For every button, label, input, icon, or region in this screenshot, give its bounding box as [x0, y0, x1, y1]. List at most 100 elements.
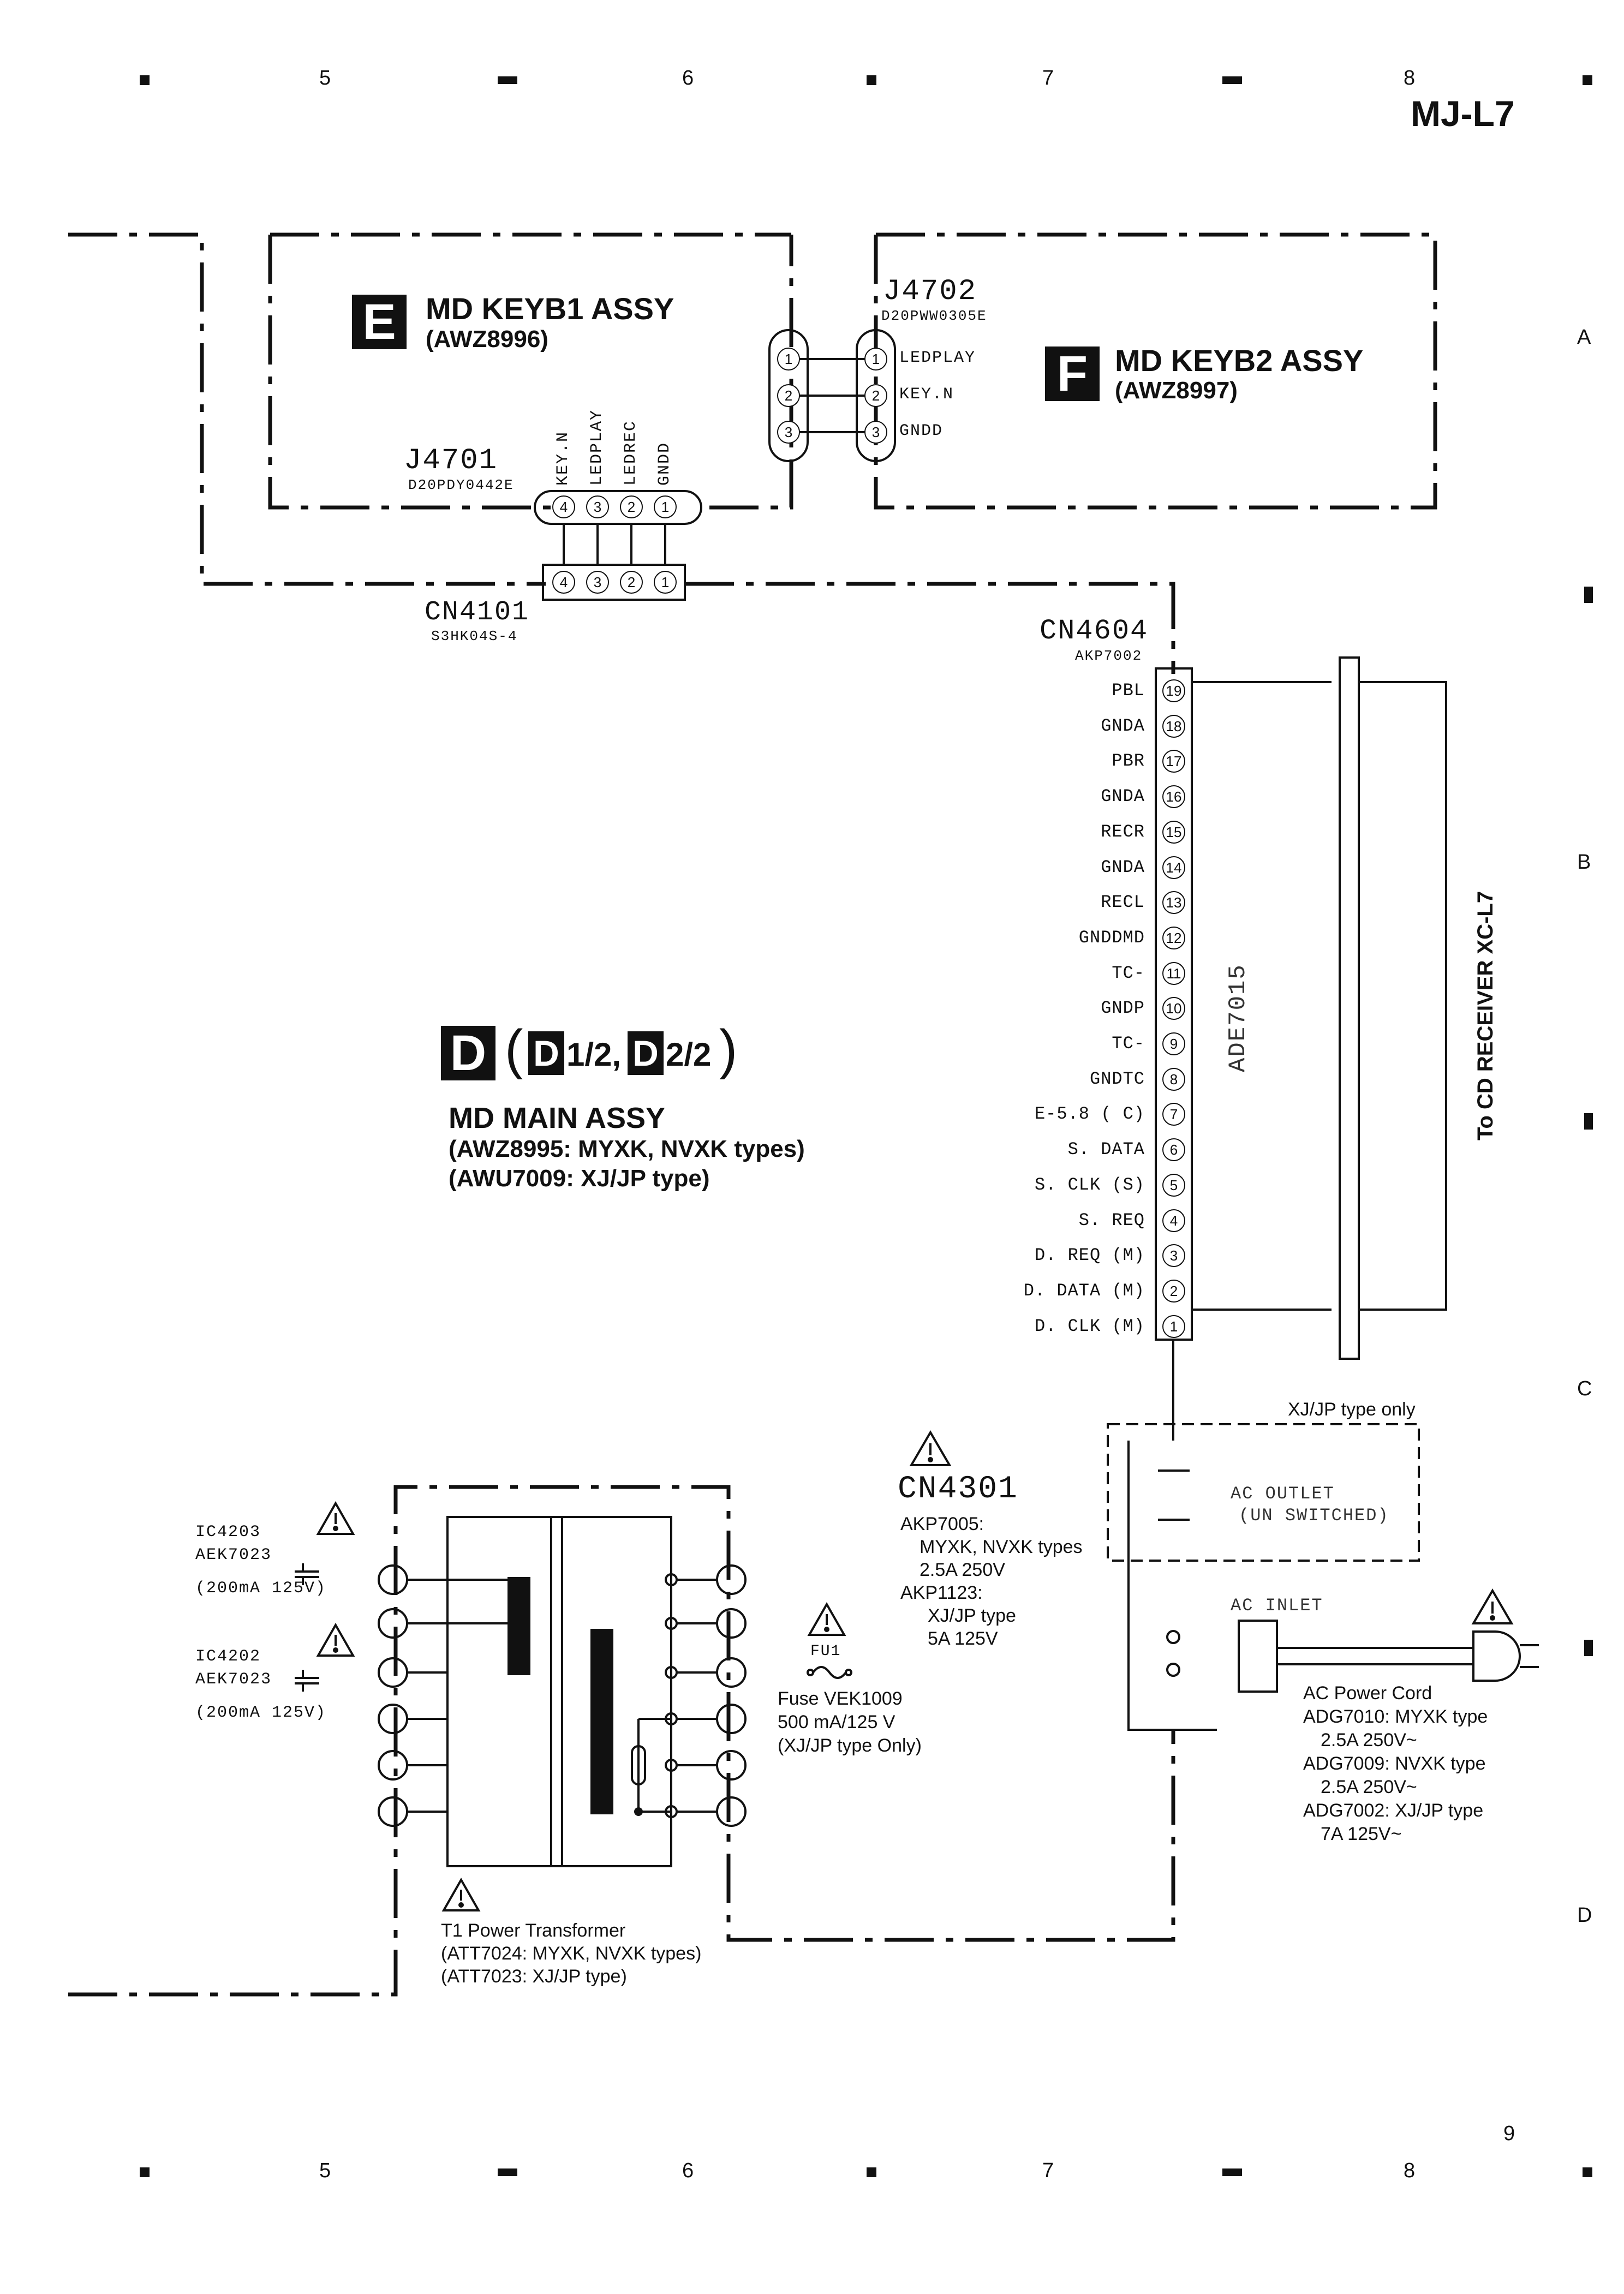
ac-plug: [1472, 1630, 1521, 1682]
grid-marker-square: [1583, 2167, 1592, 2177]
grid-marker-side: [1584, 1640, 1593, 1656]
grid-col-5: 5: [319, 67, 331, 89]
cn4101-name: CN4101: [425, 597, 530, 628]
assy-d-border-bottom: [68, 1485, 1175, 1997]
grid-marker-side: [1584, 1113, 1593, 1130]
cn4604-pin-label: GNDA: [1101, 786, 1145, 807]
j4701-pin-label: GNDD: [655, 441, 674, 486]
cn4604-pin-number: 2: [1162, 1279, 1185, 1303]
j4701-name: J4701: [404, 444, 498, 477]
grid-col-6-bottom: 6: [682, 2159, 694, 2182]
cn4604-pin-label: TC-: [1112, 963, 1145, 983]
cn4301-line: 2.5A 250V: [920, 1560, 1005, 1580]
cn4604-name: CN4604: [1040, 615, 1149, 647]
grid-marker-square: [867, 75, 876, 85]
cd-receiver-label: To CD RECEIVER XC-L7: [1473, 891, 1497, 1140]
cn4604-pin-label: D. REQ (M): [1034, 1245, 1145, 1266]
grid-row-a: A: [1577, 326, 1591, 349]
cn4101-part: S3HK04S-4: [431, 628, 518, 644]
assy-d-paren-open: (: [505, 1019, 523, 1080]
cn4604-pin-label: GNDTC: [1089, 1068, 1145, 1089]
cn4604-pin-label: D. CLK (M): [1034, 1316, 1145, 1336]
power-cord-line: AC Power Cord: [1303, 1683, 1432, 1704]
cn4604-pin-number: 19: [1162, 679, 1185, 702]
j4702-pin-label: GNDD: [899, 422, 944, 440]
cn4604-pin-number: 6: [1162, 1138, 1185, 1162]
assy-e-title: MD KEYB1 ASSY: [426, 291, 674, 326]
power-cord-line: 2.5A 250V~: [1321, 1730, 1417, 1751]
grid-col-7-bottom: 7: [1042, 2159, 1054, 2182]
assy-d2-label: 2/2: [666, 1036, 712, 1073]
grid-col-5-bottom: 5: [319, 2159, 331, 2182]
grid-marker-dash: [498, 2168, 517, 2176]
cn4604-pin-number: 18: [1162, 714, 1185, 738]
j4701-pin: 4: [552, 495, 575, 518]
inlet-label: AC INLET: [1231, 1596, 1323, 1616]
cn4604-pin-label: S. DATA: [1067, 1139, 1145, 1160]
transformer-outline: [446, 1516, 672, 1867]
cn4604-pin-label: GNDA: [1101, 857, 1145, 877]
j4702-pin-label: KEY.N: [899, 385, 954, 404]
assy-e-tag: E: [352, 295, 407, 349]
grid-col-7: 7: [1042, 67, 1054, 89]
assy-f-title: MD KEYB2 ASSY: [1115, 343, 1364, 378]
cn4101-housing: [542, 564, 686, 601]
j4701-housing: [534, 490, 702, 525]
cn4604-pin-label: GNDP: [1101, 998, 1145, 1019]
j4701-pin: 1: [654, 495, 677, 518]
cn4604-pin-number: 13: [1162, 891, 1185, 915]
cn4301-line: 5A 125V: [928, 1628, 998, 1649]
ic4203-line: (200mA 125V): [195, 1579, 327, 1598]
grid-col-8: 8: [1404, 67, 1416, 89]
cn4301-name: CN4301: [898, 1472, 1018, 1507]
cable-label: ADE7015: [1225, 964, 1252, 1072]
cn4301-line: AKP7005:: [900, 1514, 984, 1534]
outlet-label: AC OUTLET: [1231, 1484, 1335, 1504]
cn4604-pin-number: 9: [1162, 1032, 1185, 1055]
cn4301-line: MYXK, NVXK types: [920, 1537, 1083, 1557]
cn4604-pin-number: 4: [1162, 1209, 1185, 1232]
grid-col-6: 6: [682, 67, 694, 89]
grid-row-d: D: [1577, 1904, 1592, 1927]
outlet-note: XJ/JP type only: [1288, 1399, 1416, 1420]
fu1-line: Fuse VEK1009: [778, 1688, 903, 1709]
grid-marker-dash: [1222, 76, 1242, 84]
assy-d-tag: D: [441, 1026, 495, 1080]
j4701-pin-label: LEDPLAY: [588, 409, 606, 486]
assy-d-line2: (AWU7009: XJ/JP type): [449, 1165, 710, 1192]
cn4101-pin: 4: [552, 571, 575, 594]
cn4604-pin-label: GNDA: [1101, 715, 1145, 736]
transformer-line: T1 Power Transformer: [441, 1920, 626, 1941]
fu1-name: FU1: [810, 1643, 841, 1660]
assy-e-border: [268, 232, 793, 510]
cn4604-pin-label: TC-: [1112, 1034, 1145, 1054]
cn4604-pin-number: 1: [1162, 1315, 1185, 1338]
j4701-pin: 2: [620, 495, 643, 518]
assy-d-paren-close: ): [719, 1019, 738, 1080]
cn4101-pin: 1: [654, 571, 677, 594]
assy-d-line1: (AWZ8995: MYXK, NVXK types): [449, 1136, 805, 1162]
j4702-pin-right: 2: [864, 384, 887, 407]
j4702-pin-left: 1: [777, 348, 800, 371]
assy-d1-tag: D: [528, 1031, 564, 1075]
cn4604-pin-label: GNDDMD: [1078, 927, 1145, 948]
assy-d1-label: 1/2,: [566, 1036, 622, 1073]
j4702-pin-left: 3: [777, 421, 800, 444]
j4702-part: D20PWW0305E: [881, 308, 987, 324]
inlet-plug: [1238, 1620, 1278, 1693]
cn4604-pin-number: 3: [1162, 1244, 1185, 1268]
transformer-line: (ATT7023: XJ/JP type): [441, 1966, 627, 1987]
cn4101-pin: 2: [620, 571, 643, 594]
j4702-pin-left: 2: [777, 384, 800, 407]
cn4604-pin-number: 17: [1162, 750, 1185, 773]
cable-connector-body: [1339, 656, 1360, 1360]
cn4301-line: AKP1123:: [900, 1582, 983, 1603]
assy-e-part: (AWZ8996): [426, 326, 548, 353]
grid-marker-dash: [1222, 2168, 1242, 2176]
grid-marker-square: [1583, 75, 1592, 85]
grid-marker-square: [140, 2167, 150, 2177]
ic4203-line: IC4203: [195, 1523, 261, 1542]
j4701-pin-label: LEDREC: [622, 420, 640, 486]
cn4604-pin-label: RECL: [1101, 892, 1145, 913]
